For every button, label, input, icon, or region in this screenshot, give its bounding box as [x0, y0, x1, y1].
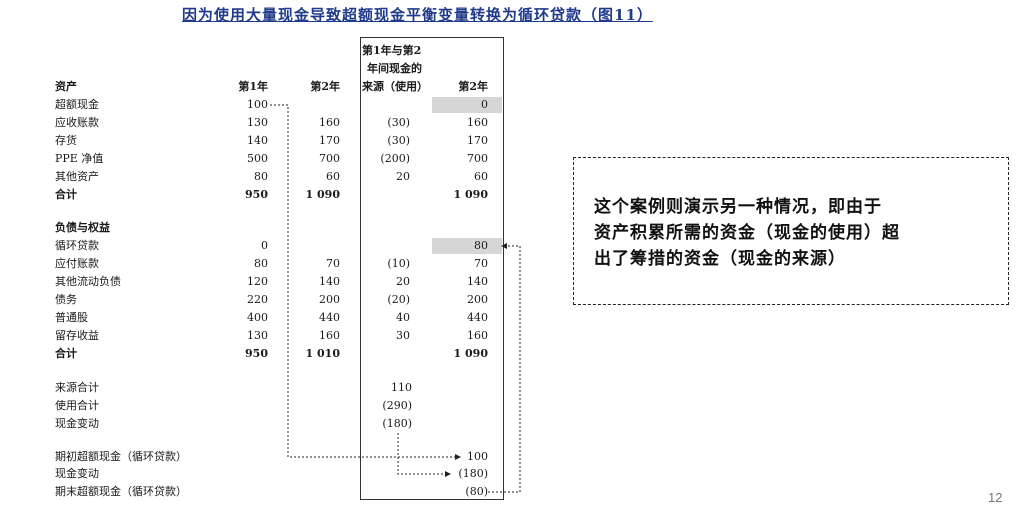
- row-y2: 1 090: [305, 188, 340, 201]
- row-y2: 700: [319, 152, 340, 165]
- row-label: 其他流动负债: [55, 275, 121, 288]
- row-y2-new: 170: [467, 134, 488, 147]
- highlight-revolver: [432, 238, 502, 254]
- row-label: 应付账款: [55, 257, 99, 270]
- row-y1: 100: [247, 98, 268, 111]
- page-title: 因为使用大量现金导致超额现金平衡变量转换为循环贷款（图11）: [182, 6, 653, 24]
- flow-arrows: [270, 104, 521, 493]
- cash-label: 期末超额现金（循环贷款）: [55, 485, 187, 498]
- row-y1: 220: [247, 293, 268, 306]
- summary-label: 来源合计: [55, 381, 99, 394]
- note-line: 这个案例则演示另一种情况，即由于: [594, 197, 882, 217]
- row-y2-new: 160: [467, 116, 488, 129]
- row-label: 留存收益: [55, 329, 99, 342]
- row-y2: 170: [319, 134, 340, 147]
- row-y2: 140: [319, 275, 340, 288]
- header-flow-line2: 年间现金的: [367, 62, 422, 75]
- row-y2-new: 1 090: [453, 188, 488, 201]
- row-y2-new: 70: [474, 257, 488, 270]
- summary-label: 现金变动: [55, 417, 99, 430]
- row-y1: 140: [247, 134, 268, 147]
- cash-value: (80): [465, 485, 488, 498]
- highlight-excess-cash: [432, 97, 502, 113]
- note-text: 这个案例则演示另一种情况，即由于 资产积累所需的资金（现金的使用）超 出了筹措的…: [594, 194, 900, 272]
- row-y2-new: 80: [474, 239, 488, 252]
- row-y1: 950: [245, 188, 268, 201]
- summary-value: (290): [382, 399, 412, 412]
- row-label: 普通股: [55, 311, 88, 324]
- header-flow-line1: 第1年与第2: [362, 44, 422, 57]
- row-y1: 130: [247, 329, 268, 342]
- row-flow: (200): [380, 152, 410, 165]
- row-y1: 400: [247, 311, 268, 324]
- cash-label: 现金变动: [55, 467, 99, 480]
- row-y1: 500: [247, 152, 268, 165]
- row-label: 循环贷款: [55, 239, 99, 252]
- row-y2: 160: [319, 329, 340, 342]
- row-y1: 80: [254, 170, 268, 183]
- row-flow: 20: [396, 170, 410, 183]
- cash-label: 期初超额现金（循环贷款）: [55, 450, 187, 463]
- row-flow: (20): [387, 293, 410, 306]
- row-y2: 160: [319, 116, 340, 129]
- note-line: 出了筹措的资金（现金的来源）: [594, 249, 846, 269]
- row-y1: 130: [247, 116, 268, 129]
- header-liabilities: 负债与权益: [55, 221, 110, 234]
- header-year2: 第2年: [310, 80, 340, 93]
- row-y1: 80: [254, 257, 268, 270]
- row-y2: 440: [319, 311, 340, 324]
- row-label: 应收账款: [55, 116, 99, 129]
- row-y1: 0: [261, 239, 268, 252]
- row-flow: 30: [396, 329, 410, 342]
- row-y2-new: 200: [467, 293, 488, 306]
- row-y2-new: 160: [467, 329, 488, 342]
- row-flow: 40: [396, 311, 410, 324]
- arrow-revolver: [488, 243, 521, 493]
- cash-value: (180): [458, 467, 488, 480]
- row-y2: 70: [326, 257, 340, 270]
- summary-value: (180): [382, 417, 412, 430]
- balance-sheet-figure: 资产 第1年 第2年 第1年与第2 年间现金的 来源（使用） 第2年 超额现金 …: [55, 37, 521, 500]
- row-label: 存货: [55, 134, 77, 147]
- row-y1: 120: [247, 275, 268, 288]
- row-label: 债务: [55, 293, 77, 306]
- row-y2: 1 010: [305, 347, 340, 360]
- row-label: 其他资产: [55, 170, 99, 183]
- row-y1: 950: [245, 347, 268, 360]
- page-number: 12: [988, 490, 1003, 505]
- arrow-cash-change: [397, 433, 451, 477]
- row-label: 超额现金: [55, 98, 99, 111]
- row-label-total: 合计: [55, 188, 77, 201]
- note-line: 资产积累所需的资金（现金的使用）超: [594, 223, 900, 243]
- header-year2-new: 第2年: [458, 80, 488, 93]
- row-y2: 60: [326, 170, 340, 183]
- row-flow: 20: [396, 275, 410, 288]
- header-assets: 资产: [55, 80, 77, 93]
- header-year1: 第1年: [238, 80, 268, 93]
- arrow-excess-cash: [270, 104, 461, 460]
- row-flow: (30): [387, 134, 410, 147]
- flow-column-box: [360, 37, 504, 500]
- row-y2-new: 440: [467, 311, 488, 324]
- row-y2-new: 60: [474, 170, 488, 183]
- summary-value: 110: [391, 381, 412, 394]
- row-y2-new: 1 090: [453, 347, 488, 360]
- header-flow-line3: 来源（使用）: [362, 80, 428, 93]
- row-y2-new: 0: [481, 98, 488, 111]
- row-label: PPE 净值: [55, 152, 104, 165]
- row-y2: 200: [319, 293, 340, 306]
- cash-value: 100: [467, 450, 488, 463]
- row-flow: (10): [387, 257, 410, 270]
- row-y2-new: 700: [467, 152, 488, 165]
- summary-label: 使用合计: [55, 399, 99, 412]
- row-y2-new: 140: [467, 275, 488, 288]
- row-label-total: 合计: [55, 347, 77, 360]
- row-flow: (30): [387, 116, 410, 129]
- note-box: 这个案例则演示另一种情况，即由于 资产积累所需的资金（现金的使用）超 出了筹措的…: [573, 157, 1009, 305]
